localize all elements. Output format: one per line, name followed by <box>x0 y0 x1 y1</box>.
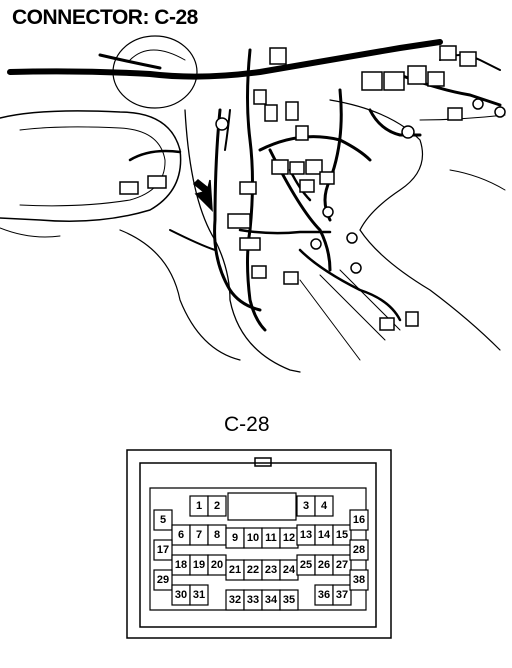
pin-label-34: 34 <box>265 594 278 606</box>
pin-label-31: 31 <box>193 589 205 601</box>
pin-label-2: 2 <box>214 500 220 512</box>
pin-label-32: 32 <box>229 594 241 606</box>
pin-cell-10 <box>243 527 263 549</box>
pin-label-13: 13 <box>300 529 312 541</box>
pin-cell-37 <box>332 584 352 606</box>
pin-label-16: 16 <box>353 514 365 526</box>
pin-label-19: 19 <box>193 559 205 571</box>
pin-cell-7 <box>189 524 209 546</box>
pin-label-18: 18 <box>175 559 187 571</box>
pin-cell-35 <box>279 589 299 611</box>
pin-label-29: 29 <box>157 574 169 586</box>
pin-cell-18 <box>171 554 191 576</box>
pin-cell-32 <box>225 589 245 611</box>
pin-cell-31 <box>189 584 209 606</box>
pin-label-30: 30 <box>175 589 187 601</box>
pin-label-35: 35 <box>283 594 295 606</box>
pin-cell-3 <box>296 495 316 517</box>
pin-cell-12 <box>279 527 299 549</box>
pin-cell-1 <box>189 495 209 517</box>
pin-cell-28 <box>349 539 369 561</box>
pin-cell-20 <box>207 554 227 576</box>
pin-label-3: 3 <box>303 500 309 512</box>
pin-label-1: 1 <box>196 500 202 512</box>
pin-cell-36 <box>314 584 334 606</box>
pin-cell-5 <box>153 509 173 531</box>
connector-label: C-28 <box>224 413 270 436</box>
pin-label-24: 24 <box>283 564 296 576</box>
pin-label-37: 37 <box>336 589 348 601</box>
pin-cell-29 <box>153 569 173 591</box>
pin-label-8: 8 <box>214 529 220 541</box>
arrow-icon <box>192 178 213 212</box>
pin-cell-34 <box>261 589 281 611</box>
pin-label-23: 23 <box>265 564 277 576</box>
pin-label-17: 17 <box>157 544 169 556</box>
pin-cell-27 <box>332 554 352 576</box>
pin-label-26: 26 <box>318 559 330 571</box>
pin-cell-8 <box>207 524 227 546</box>
pin-cell-15 <box>332 524 352 546</box>
pin-label-10: 10 <box>247 532 259 544</box>
harness-diagram <box>0 35 506 373</box>
pin-cell-22 <box>243 559 263 581</box>
pin-cell-14 <box>314 524 334 546</box>
pin-cell-11 <box>261 527 281 549</box>
pin-label-38: 38 <box>353 574 365 586</box>
pin-label-5: 5 <box>160 514 166 526</box>
pin-cell-17 <box>153 539 173 561</box>
pin-cell-2 <box>207 495 227 517</box>
pin-cell-16 <box>349 509 369 531</box>
pin-cell-26 <box>314 554 334 576</box>
pin-cell-6 <box>171 524 191 546</box>
pin-cell-13 <box>296 524 316 546</box>
pin-label-25: 25 <box>300 559 312 571</box>
page-title: CONNECTOR: C-28 <box>12 6 198 29</box>
pin-cell-4 <box>314 495 334 517</box>
pin-cell-23 <box>261 559 281 581</box>
pin-label-7: 7 <box>196 529 202 541</box>
pin-label-11: 11 <box>265 532 277 544</box>
pin-label-21: 21 <box>229 564 241 576</box>
pin-label-33: 33 <box>247 594 259 606</box>
pin-label-22: 22 <box>247 564 259 576</box>
pin-label-20: 20 <box>211 559 223 571</box>
pin-cell-25 <box>296 554 316 576</box>
pin-label-6: 6 <box>178 529 184 541</box>
pin-label-12: 12 <box>283 532 295 544</box>
pin-label-4: 4 <box>321 500 328 512</box>
pin-cell-9 <box>225 527 245 549</box>
pin-cell-24 <box>279 559 299 581</box>
pin-label-15: 15 <box>336 529 348 541</box>
pin-cell-38 <box>349 569 369 591</box>
pin-cell-30 <box>171 584 191 606</box>
pin-cell-19 <box>189 554 209 576</box>
pin-label-27: 27 <box>336 559 348 571</box>
pin-label-36: 36 <box>318 589 330 601</box>
pin-label-28: 28 <box>353 544 365 556</box>
pin-cell-33 <box>243 589 263 611</box>
pin-cell-21 <box>225 559 245 581</box>
pin-label-14: 14 <box>318 529 331 541</box>
pin-label-9: 9 <box>232 532 238 544</box>
